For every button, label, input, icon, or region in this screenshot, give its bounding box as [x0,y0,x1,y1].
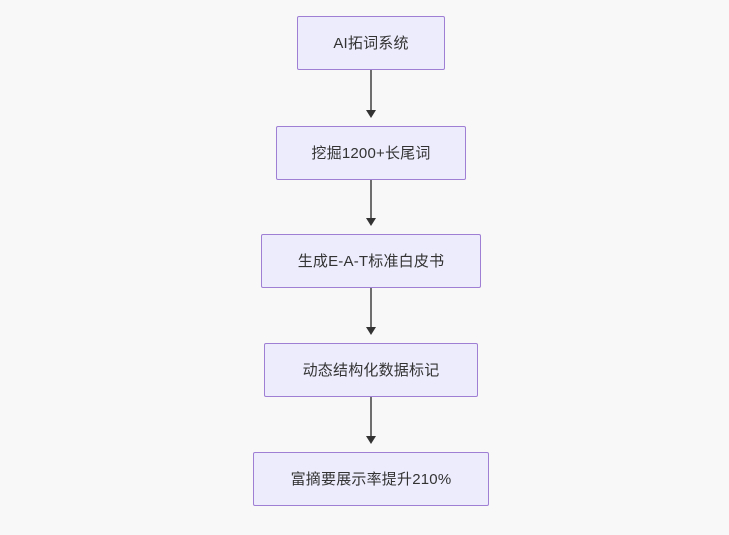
flow-node-label: 挖掘1200+长尾词 [311,144,431,162]
edge-line [370,180,372,218]
flow-node-label: 富摘要展示率提升210% [290,470,452,488]
flow-node-label: AI拓词系统 [333,34,409,52]
arrow-down-icon [366,436,376,444]
arrow-down-icon [366,218,376,226]
edge-line [370,397,372,436]
flow-node-3[interactable]: 生成E-A-T标准白皮书 [261,234,481,288]
flow-node-5[interactable]: 富摘要展示率提升210% [253,452,489,506]
arrow-down-icon [366,327,376,335]
flow-node-4[interactable]: 动态结构化数据标记 [264,343,478,397]
edge-line [370,288,372,327]
flow-node-1[interactable]: AI拓词系统 [297,16,445,70]
flow-node-2[interactable]: 挖掘1200+长尾词 [276,126,466,180]
flow-node-label: 动态结构化数据标记 [302,361,440,379]
flow-node-label: 生成E-A-T标准白皮书 [297,252,445,270]
arrow-down-icon [366,110,376,118]
edge-line [370,70,372,110]
